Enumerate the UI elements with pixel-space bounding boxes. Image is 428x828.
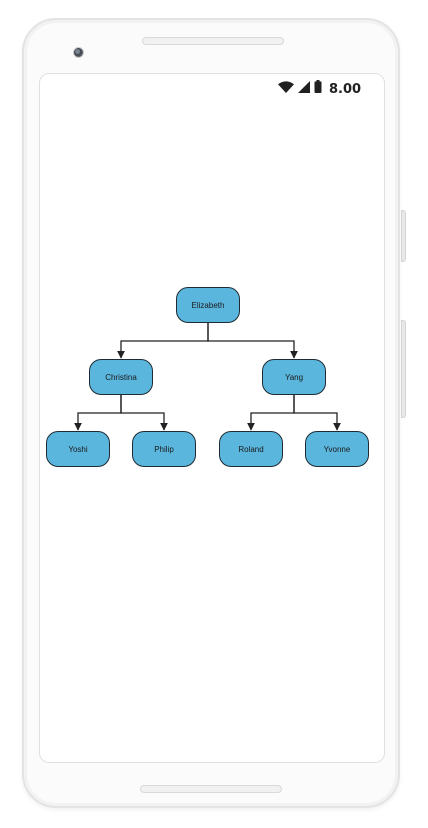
connector-elizabeth-yang (207, 323, 298, 359)
node-christina[interactable]: Christina (89, 359, 153, 395)
node-label: Yoshi (68, 444, 88, 454)
connector-christina-yoshi (74, 395, 122, 431)
bottom-speaker (140, 785, 282, 793)
front-camera-icon (73, 47, 84, 58)
node-yang[interactable]: Yang (262, 359, 326, 395)
earpiece-speaker (142, 37, 284, 45)
app-screen (39, 73, 385, 763)
connector-yang-yvonne (293, 395, 341, 431)
node-philip[interactable]: Philip (132, 431, 196, 467)
volume-button[interactable] (401, 320, 406, 418)
wifi-icon (278, 80, 294, 98)
node-label: Yvonne (323, 444, 351, 454)
node-label: Roland (238, 444, 264, 454)
node-label: Elizabeth (191, 300, 225, 310)
node-yoshi[interactable]: Yoshi (46, 431, 110, 467)
battery-icon (314, 80, 322, 98)
connector-christina-philip (120, 395, 168, 431)
status-time: 8.00 (329, 81, 362, 97)
node-roland[interactable]: Roland (219, 431, 283, 467)
node-label: Yang (284, 372, 304, 382)
power-button[interactable] (401, 210, 406, 262)
cellular-signal-icon (298, 80, 310, 98)
node-label: Christina (105, 372, 137, 382)
node-label: Philip (154, 444, 174, 454)
connector-elizabeth-christina (117, 323, 209, 359)
status-bar: 8.00 (278, 80, 361, 98)
connector-yang-roland (247, 395, 295, 431)
node-yvonne[interactable]: Yvonne (305, 431, 369, 467)
node-elizabeth[interactable]: Elizabeth (176, 287, 240, 323)
